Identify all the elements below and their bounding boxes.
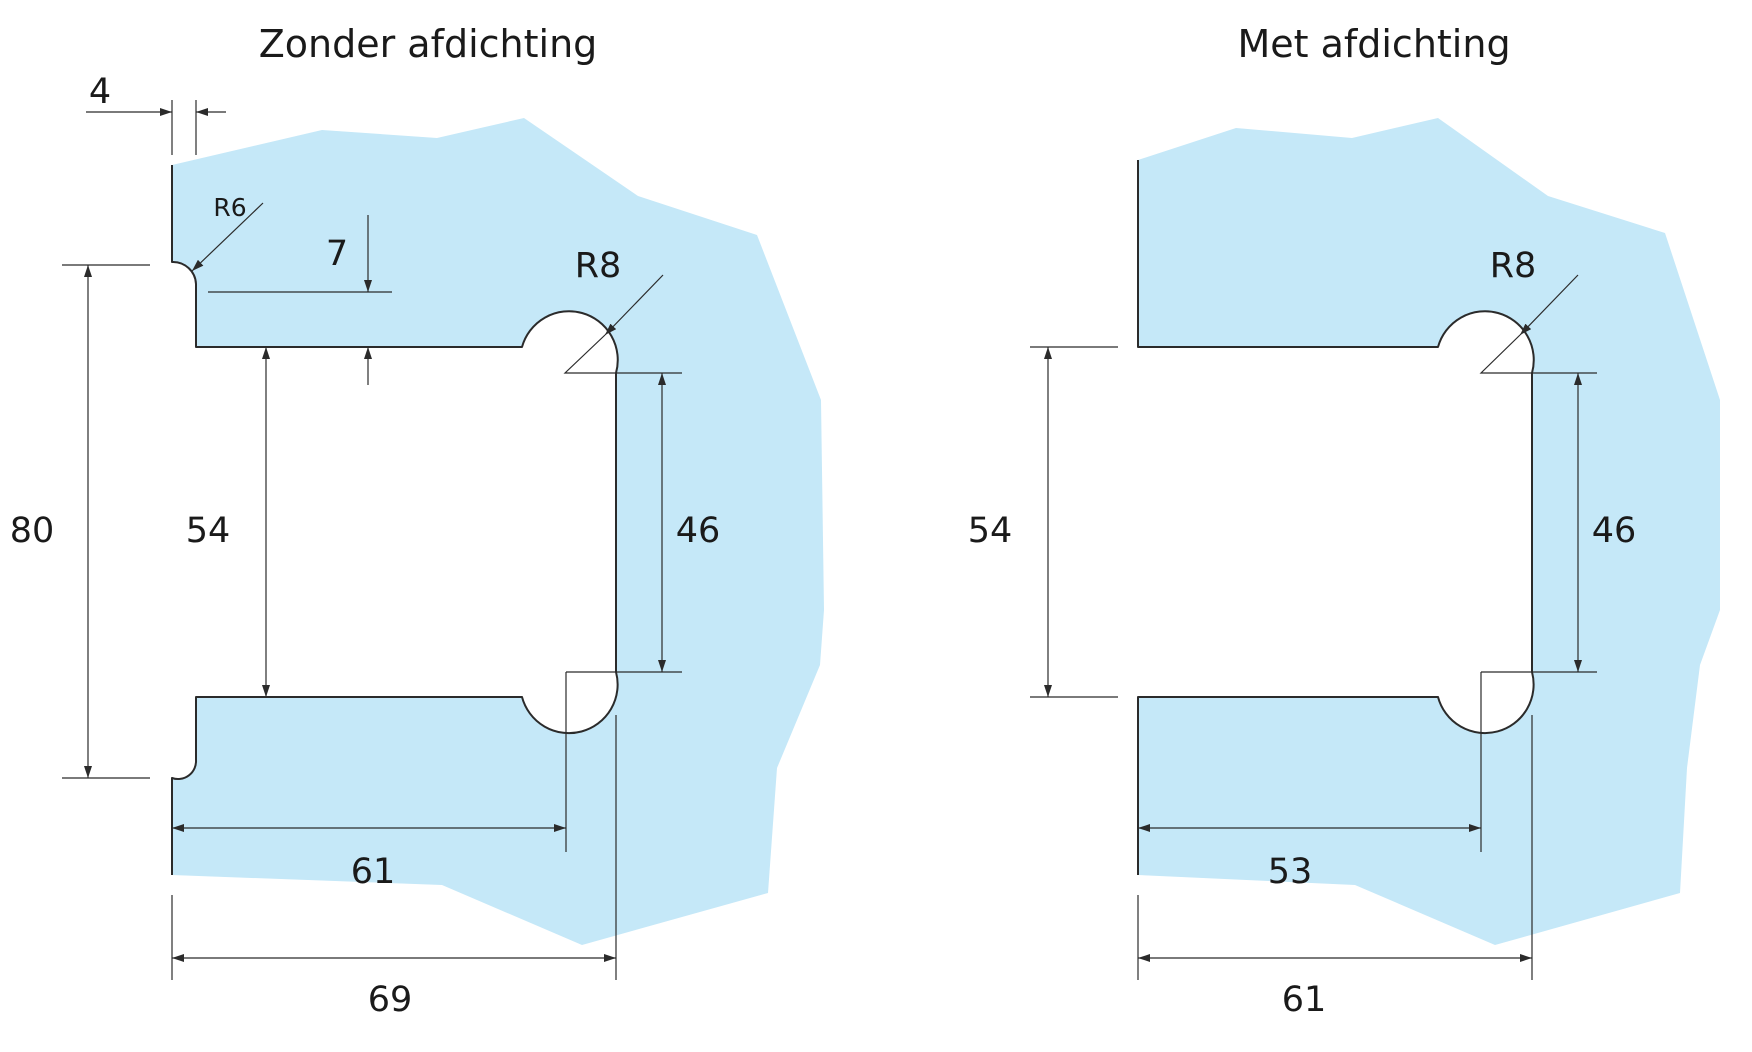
right-label-61: 61 [1282, 980, 1327, 1020]
left-dim-r8: R8 [563, 246, 664, 374]
right-glass-plate [1138, 118, 1720, 945]
left-label-61: 61 [351, 852, 396, 892]
right-dim-53: 53 [1138, 824, 1481, 892]
left-dim-69: 69 [171, 715, 617, 1020]
left-label-80: 80 [10, 511, 55, 551]
right-label-54: 54 [968, 511, 1013, 551]
right-label-53: 53 [1268, 852, 1313, 892]
left-label-7: 7 [326, 234, 348, 274]
left-dim-61: 61 [172, 824, 566, 892]
right-title: Met afdichting [1237, 22, 1510, 66]
right-label-46: 46 [1592, 511, 1637, 551]
left-label-r8: R8 [575, 246, 622, 286]
right-cutout-edge [1137, 160, 1535, 875]
left-dim-7: 7 [208, 215, 392, 385]
left-dim-54: 54 [186, 347, 270, 697]
right-panel: Met afdichting R8 54 46 [968, 22, 1720, 1020]
left-title: Zonder afdichting [259, 22, 598, 66]
left-dim-46: 46 [565, 372, 721, 852]
left-label-69: 69 [368, 980, 413, 1020]
right-dim-54: 54 [968, 346, 1118, 698]
left-label-54: 54 [186, 511, 231, 551]
left-dim-r6: R6 [191, 193, 264, 272]
left-label-46: 46 [676, 511, 721, 551]
left-dim-80: 80 [10, 264, 150, 779]
left-label-r6: R6 [213, 193, 246, 222]
right-dim-61: 61 [1137, 715, 1533, 1020]
left-dim-4: 4 [86, 72, 226, 155]
right-label-r8: R8 [1490, 246, 1537, 286]
left-glass-plate [172, 118, 824, 945]
left-panel: Zonder afdichting 4 R6 7 R8 [10, 22, 824, 1020]
right-dim-46: 46 [1480, 372, 1637, 852]
left-label-4: 4 [89, 72, 111, 112]
right-dim-r8: R8 [1479, 246, 1579, 374]
